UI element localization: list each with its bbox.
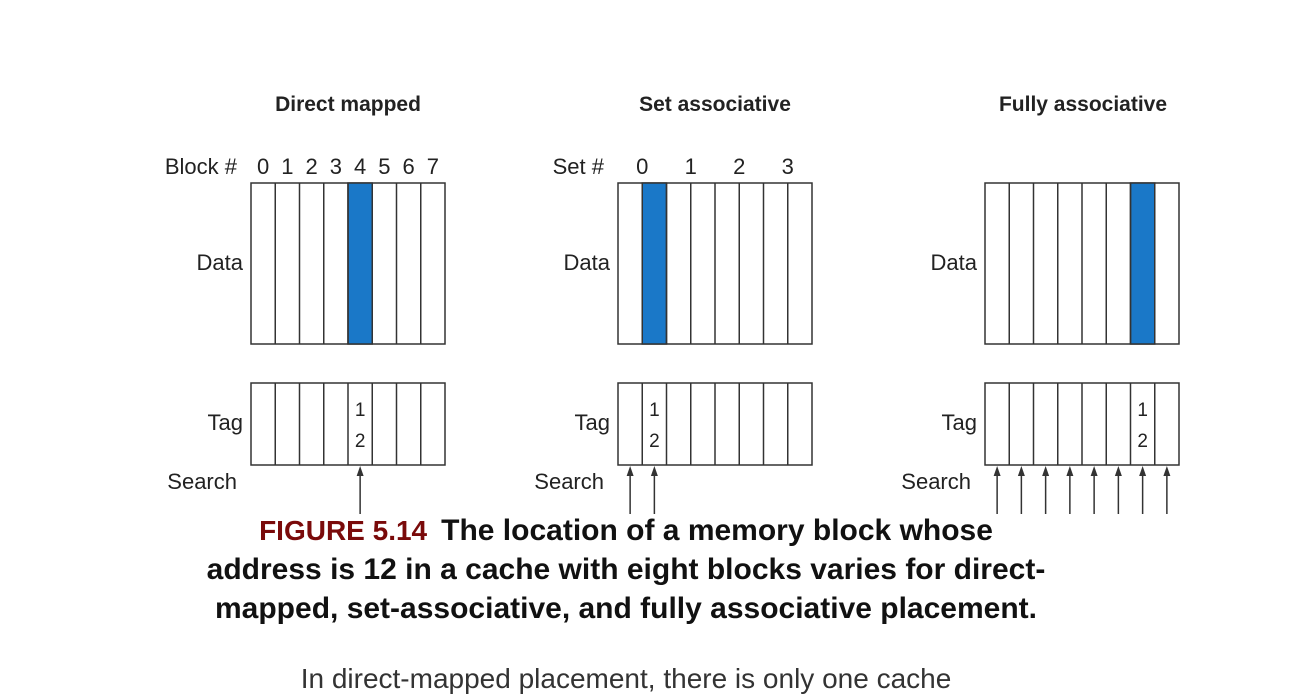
index-value: 4 <box>354 154 366 179</box>
search-label: Search <box>534 469 604 494</box>
tag-digit: 1 <box>355 400 366 421</box>
panel-title: Fully associative <box>999 93 1167 116</box>
data-label: Data <box>931 250 978 275</box>
panel-title: Set associative <box>639 93 791 116</box>
search-arrowhead <box>993 466 1001 476</box>
search-arrowhead <box>1042 466 1050 476</box>
search-arrowhead <box>1017 466 1025 476</box>
figure-label: FIGURE 5.14 <box>259 515 428 546</box>
search-label: Search <box>167 469 237 494</box>
highlighted-block <box>347 182 373 345</box>
tag-label: Tag <box>208 410 243 435</box>
index-value: 5 <box>378 154 390 179</box>
index-label: Block # <box>165 154 238 179</box>
data-label: Data <box>197 250 244 275</box>
index-value: 2 <box>733 154 745 179</box>
index-value: 1 <box>685 154 697 179</box>
highlighted-block <box>1129 182 1156 345</box>
tag-digit: 1 <box>1137 400 1148 421</box>
tag-digit: 1 <box>649 400 660 421</box>
index-value: 0 <box>636 154 648 179</box>
index-value: 3 <box>330 154 342 179</box>
search-arrowhead <box>356 466 364 476</box>
search-arrowhead <box>1114 466 1122 476</box>
index-value: 3 <box>782 154 794 179</box>
data-label: Data <box>564 250 611 275</box>
search-arrowhead <box>1066 466 1074 476</box>
index-value: 6 <box>403 154 415 179</box>
tag-digit: 2 <box>649 431 660 452</box>
index-value: 2 <box>306 154 318 179</box>
search-arrowhead <box>1139 466 1147 476</box>
search-label: Search <box>901 469 971 494</box>
search-arrowhead <box>1090 466 1098 476</box>
highlighted-block <box>641 182 668 345</box>
search-arrowhead <box>626 466 634 476</box>
panel-title: Direct mapped <box>275 93 421 116</box>
tag-label: Tag <box>942 410 977 435</box>
index-value: 1 <box>281 154 293 179</box>
figure-caption-text: The location of a memory block whose add… <box>206 514 1046 625</box>
tag-label: Tag <box>575 410 610 435</box>
tag-digit: 2 <box>1137 431 1148 452</box>
index-value: 0 <box>257 154 269 179</box>
search-arrowhead <box>1163 466 1171 476</box>
caption-continuation-cut: In direct-mapped placement, there is onl… <box>300 663 952 694</box>
index-value: 7 <box>427 154 439 179</box>
search-arrowhead <box>650 466 658 476</box>
index-label: Set # <box>553 154 605 179</box>
tag-digit: 2 <box>355 431 366 452</box>
